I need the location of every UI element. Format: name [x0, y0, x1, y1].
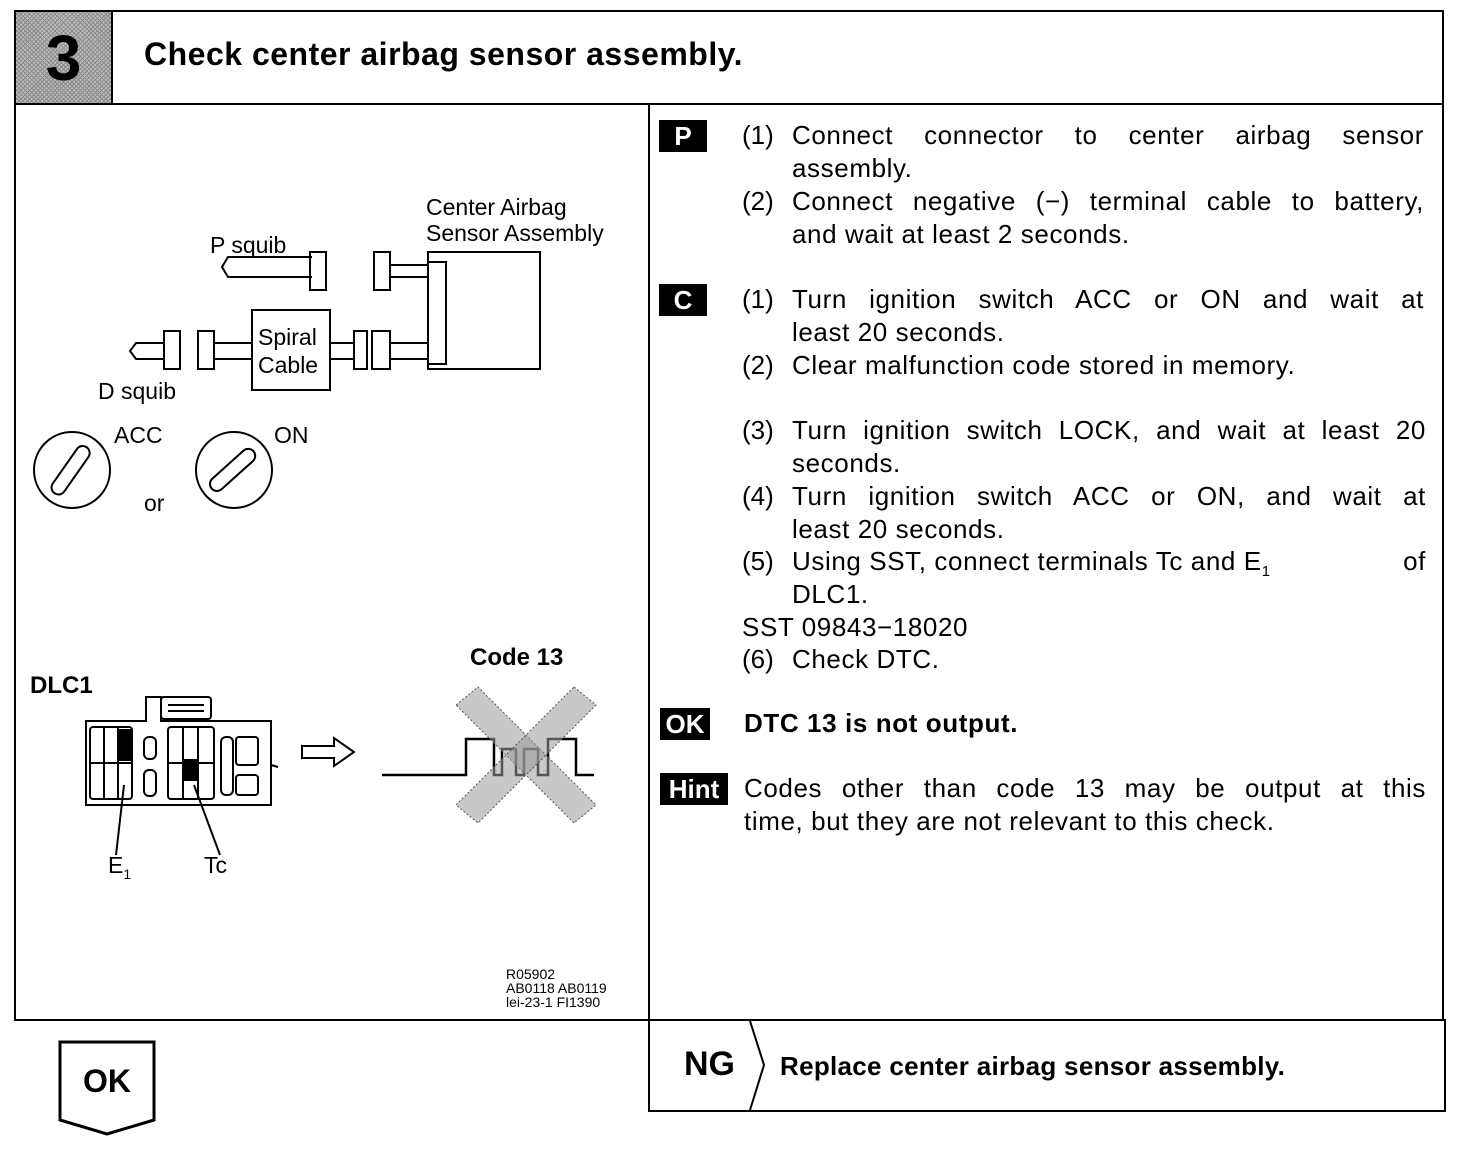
label-code: Code 13: [470, 644, 563, 671]
spiral-cable-box: [251, 309, 331, 391]
step-c1-num: (1): [742, 284, 774, 314]
sst-line: SST 09843−18020: [742, 612, 969, 642]
label-center-airbag: Center Airbag: [426, 194, 567, 220]
label-or: or: [144, 490, 165, 516]
label-spiral: Spiral: [258, 324, 317, 350]
tag-ok: OK: [660, 708, 710, 740]
label-dlc1: DLC1: [30, 672, 93, 699]
sensor-assembly-box: [427, 251, 541, 370]
ignition-switch-acc: [33, 431, 111, 509]
label-tc: Tc: [204, 852, 227, 878]
step-c5-text: Using SST, connect terminals Tc and E1: [792, 546, 1271, 581]
tag-hint: Hint: [660, 773, 728, 805]
step-c3-line2: seconds.: [792, 448, 901, 478]
step-c6-num: (6): [742, 644, 774, 674]
wiring-diagram: Center Airbag Sensor Assembly P squib D …: [30, 194, 607, 1010]
step-p1-num: (1): [742, 120, 774, 150]
step-number-badge: 3: [16, 12, 113, 103]
step-p2-line2: and wait at least 2 seconds.: [792, 219, 1130, 249]
step-c2-num: (2): [742, 350, 774, 380]
figure-panel: Center Airbag Sensor Assembly P squib D …: [14, 103, 650, 1021]
d-squib-connector: [163, 330, 181, 370]
label-p-squib: P squib: [210, 232, 286, 258]
step-header: 3 Check center airbag sensor assembly.: [14, 10, 1444, 105]
step-c4-line1: Turn ignition switch ACC or ON, and wait…: [792, 481, 1426, 511]
sensor-connector: [427, 261, 447, 365]
p-squib-connector-female: [373, 251, 391, 291]
ng-result-box: NG Replace center airbag sensor assembly…: [648, 1019, 1446, 1112]
dlc1-connector: [85, 696, 272, 806]
terminal-tc: [183, 759, 197, 781]
tag-c: C: [659, 284, 707, 316]
ignition-switch-on: [195, 431, 273, 509]
page-title: Check center airbag sensor assembly.: [144, 36, 744, 72]
step-c3-line1: Turn ignition switch LOCK, and wait at l…: [792, 415, 1426, 445]
step-c4-line2: least 20 seconds.: [792, 514, 1005, 544]
label-sensor-assembly: Sensor Assembly: [426, 220, 604, 246]
label-on: ON: [274, 422, 309, 448]
step-p1-line1: Connect connector to center airbag senso…: [792, 120, 1424, 150]
label-e1: E1: [108, 852, 131, 882]
step-p2-num: (2): [742, 186, 774, 216]
procedure-panel: P (1) Connect connector to center airbag…: [648, 103, 1444, 1021]
ok-pointer-box: OK: [58, 1040, 156, 1136]
ng-action-text: Replace center airbag sensor assembly.: [780, 1051, 1286, 1081]
step-c5-line2: DLC1.: [792, 579, 869, 609]
step-c1-line2: least 20 seconds.: [792, 317, 1005, 347]
hint-line2: time, but they are not relevant to this …: [744, 806, 1275, 836]
p-squib-connector: [309, 251, 327, 291]
ok-result-text: DTC 13 is not output.: [744, 708, 1019, 738]
step-p1-line2: assembly.: [792, 153, 913, 183]
label-d-squib: D squib: [98, 378, 176, 404]
figure-ref-1: R05902: [506, 966, 555, 982]
label-cable: Cable: [258, 352, 318, 378]
label-acc: ACC: [114, 422, 163, 448]
step-p2-line1: Connect negative (−) terminal cable to b…: [792, 186, 1424, 216]
step-c1-line1: Turn ignition switch ACC or ON and wait …: [792, 284, 1424, 314]
crossed-out-icon: [455, 686, 597, 824]
terminal-e1: [118, 729, 131, 761]
ok-label: OK: [83, 1063, 131, 1099]
step-c5-text-end: of: [1403, 546, 1426, 576]
tag-p: P: [659, 120, 707, 152]
step-c5-line1: Using SST, connect terminals Tc and E1 o…: [792, 545, 1426, 588]
ng-label: NG: [684, 1045, 735, 1083]
step-c3-num: (3): [742, 415, 774, 445]
step-c5-num: (5): [742, 546, 774, 576]
step-c2-line1: Clear malfunction code stored in memory.: [792, 350, 1296, 380]
step-c6-line1: Check DTC.: [792, 644, 940, 674]
step-c4-num: (4): [742, 481, 774, 511]
figure-ref-2: AB0118 AB0119: [506, 980, 607, 996]
hint-line1: Codes other than code 13 may be output a…: [744, 773, 1426, 803]
step-number: 3: [45, 21, 82, 94]
figure-ref-3: lei-23-1 FI1390: [506, 994, 600, 1010]
